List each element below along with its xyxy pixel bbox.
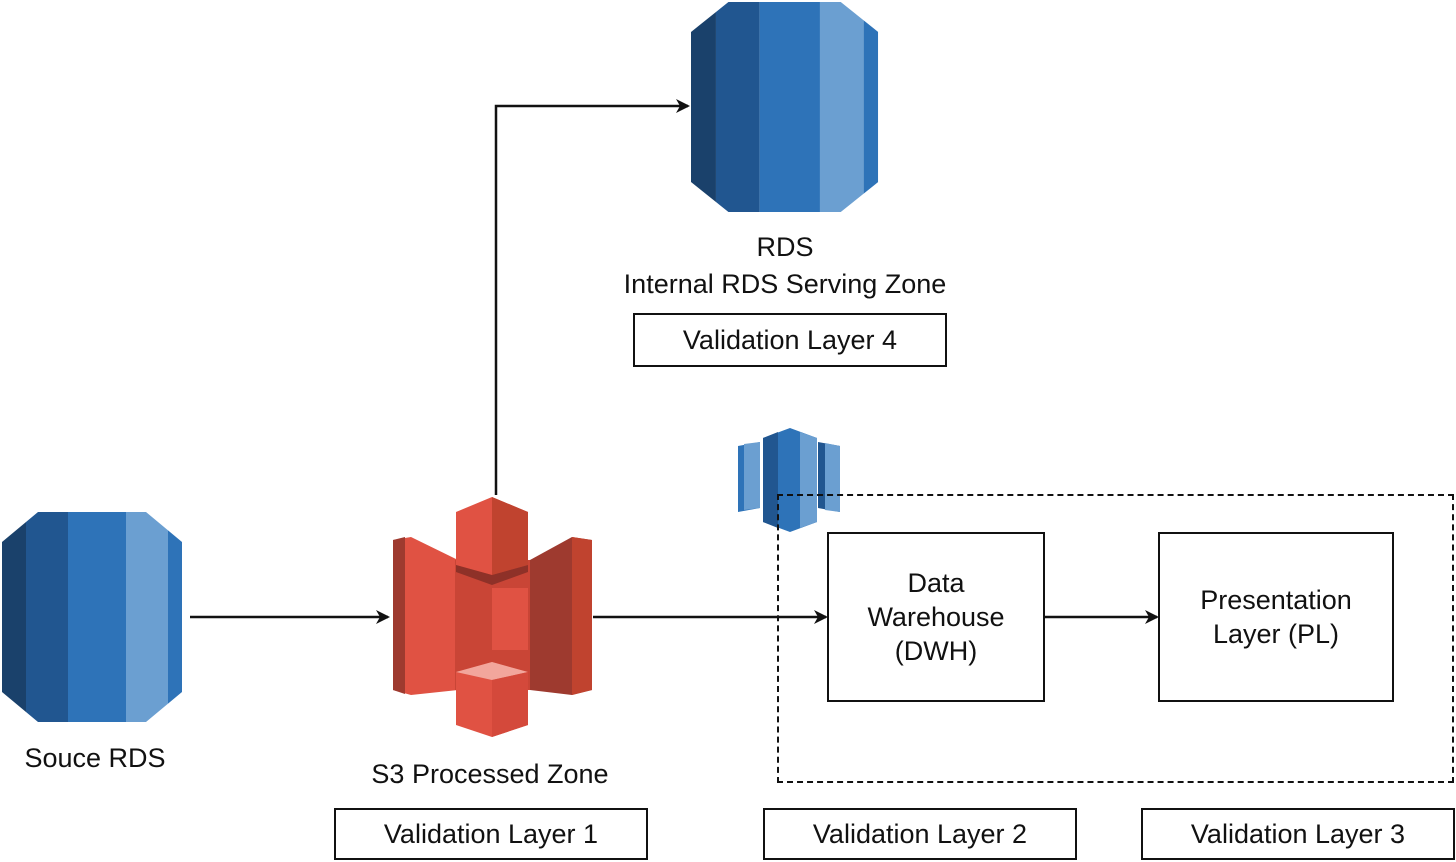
source-rds-icon (2, 512, 182, 722)
validation-layer-4-label: Validation Layer 4 (682, 325, 898, 355)
edge-s3-to-internal-rds (494, 99, 690, 495)
validation-layer-3-label: Validation Layer 3 (1190, 819, 1406, 849)
validation-layer-4[interactable]: Validation Layer 4 (633, 313, 947, 367)
source-rds-label: Souce RDS (24, 743, 166, 773)
validation-layer-3[interactable]: Validation Layer 3 (1141, 808, 1455, 860)
redshift-icon-overlap (776, 490, 842, 530)
internal-rds-title: RDS (756, 232, 814, 262)
validation-layer-1[interactable]: Validation Layer 1 (334, 808, 648, 860)
presentation-layer-label: Presentation Layer (PL) (1200, 585, 1352, 649)
presentation-layer-node[interactable]: Presentation Layer (PL) (1158, 532, 1394, 702)
internal-rds-label: Internal RDS Serving Zone (623, 269, 947, 299)
validation-layer-2[interactable]: Validation Layer 2 (763, 808, 1077, 860)
validation-layer-1-label: Validation Layer 1 (383, 819, 599, 849)
data-warehouse-node[interactable]: Data Warehouse (DWH) (827, 532, 1045, 702)
s3-processed-zone-label: S3 Processed Zone (371, 759, 609, 789)
s3-bucket-icon (393, 497, 592, 737)
redshift-zone-group (777, 494, 1454, 783)
data-warehouse-label: Data Warehouse (DWH) (867, 568, 1005, 666)
validation-layer-2-label: Validation Layer 2 (812, 819, 1028, 849)
internal-rds-icon (691, 2, 879, 212)
